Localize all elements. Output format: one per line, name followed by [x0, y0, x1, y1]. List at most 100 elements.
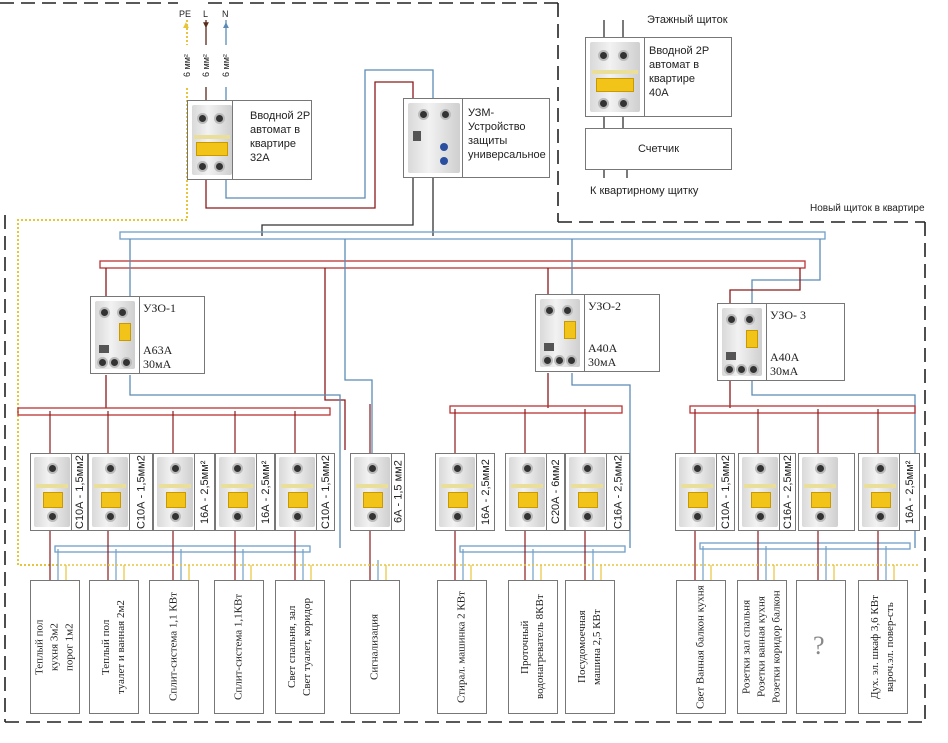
load-label-line: Розетки коридор балкон [770, 590, 783, 704]
breaker-rating: С16А - 2,5мм2 [612, 455, 625, 529]
panel-borders [0, 2, 926, 723]
new-panel-label: Новый щиток в квартире [810, 203, 925, 214]
rcd-leak-current: 30мА [588, 355, 617, 369]
breaker-box: 6А - 1,5 мм2 [350, 453, 405, 531]
rcd-icon [722, 308, 762, 376]
divider [546, 454, 547, 530]
floor-panel-title: Этажный щиток [647, 14, 728, 26]
load-box: Сигнализация [350, 580, 400, 714]
breaker-box: С20А - 6мм2 [505, 453, 565, 531]
breaker-box: С16А - 2,5мм2 [738, 453, 796, 531]
breaker-rating: 16А - 2,5мм² [260, 460, 272, 524]
load-label-line: Свет Ванная балкон кухня [694, 585, 707, 709]
breaker-rating: С10А - 1,5мм2 [74, 455, 86, 529]
divider [476, 454, 477, 530]
breaker-icon [802, 457, 838, 527]
rcd-rating: А40А [770, 350, 800, 364]
n-arrow-icon: ▲ [221, 20, 231, 31]
load-label-line: Свет туалет, коридор [301, 597, 313, 697]
rcd-leak-current: 30мА [143, 357, 172, 371]
breaker-rating: С16А - 2,5мм2 [782, 455, 794, 529]
load-label-line: Теплый пол [33, 619, 46, 675]
load-box: Стирал. машинка 2 КВт [437, 580, 487, 714]
l-arrow-icon: ▼ [201, 20, 211, 31]
divider [194, 454, 195, 530]
load-label-line: кухня 3м2 [48, 623, 61, 671]
double-pole-breaker-icon [590, 42, 640, 112]
load-label-line: Сплит-система 1,1 КВт [167, 592, 180, 702]
load-label-line: Сигнализация [368, 613, 381, 681]
load-label-line: Стирал. машинка 2 КВт [455, 591, 468, 703]
rcd-name: УЗО-1 [143, 301, 177, 315]
rcd-name: УЗО- 3 [770, 308, 807, 322]
load-box: Сплит-система 1,1КВт [214, 580, 264, 714]
breaker-box: 16А - 2,5мм² [858, 453, 920, 531]
divider [716, 454, 717, 530]
load-label-line: Посудомоечная [576, 610, 588, 684]
breaker-rating: 16А - 2,5мм² [904, 460, 916, 524]
meter-box: Счетчик [585, 128, 732, 170]
load-label-line: Розетки зал спальня [740, 599, 753, 695]
breaker-icon [92, 457, 128, 527]
breaker-box: 16А - 2,5мм² [215, 453, 275, 531]
breaker-rating: 16А - 2,5мм² [199, 460, 211, 524]
rcd-rating: А63А [143, 343, 173, 357]
load-label-line: Проточный [519, 620, 531, 674]
to-apartment-label: К квартирному щитку [590, 185, 699, 197]
breaker-rating: С10А - 1,5мм2 [320, 455, 332, 529]
neutral-bus [119, 231, 826, 240]
load-label-line: водонагреватель 8КВт [534, 594, 546, 700]
divider [139, 297, 140, 373]
breaker-box: С10А - 1,5мм2 [275, 453, 335, 531]
breaker-icon [219, 457, 255, 527]
load-box: Сплит-система 1,1 КВт [149, 580, 199, 714]
breaker-box: 16А - 2,5мм² [153, 453, 215, 531]
breaker-icon [157, 457, 193, 527]
load-label-line: машина 2,5 КВт [591, 609, 603, 685]
breaker-rating: 6А - 1,5 мм2 [392, 460, 405, 524]
load-label-line: Свет спальня, зал [286, 605, 298, 689]
breaker-box: С10А - 1,5мм2 [675, 453, 735, 531]
breaker-rating: С10А - 1,5мм2 [135, 455, 148, 529]
breaker-icon [742, 457, 778, 527]
unknown-load: ? [813, 631, 825, 660]
divider [779, 454, 780, 530]
rcd-rating: А40А [588, 341, 618, 355]
breaker-rating: С10А - 1,5мм2 [720, 455, 732, 529]
breaker-rating: 16А - 2,5мм2 [480, 459, 492, 525]
load-label-line: порог 1м2 [63, 623, 76, 671]
load-box: ? [796, 580, 846, 714]
divider [391, 454, 392, 530]
double-pole-breaker-icon [192, 105, 232, 175]
pe-section: 6 мм² [180, 45, 194, 87]
breaker-icon [34, 457, 70, 527]
breaker-box: С10А - 1,5мм2 [30, 453, 88, 531]
breaker-icon [354, 457, 390, 527]
breaker-rating: С20А - 6мм2 [550, 459, 562, 525]
divider [766, 304, 767, 380]
divider [316, 454, 317, 530]
breaker-icon [279, 457, 315, 527]
divider [899, 454, 900, 530]
pe-arrow-icon: ▲ [181, 20, 191, 31]
